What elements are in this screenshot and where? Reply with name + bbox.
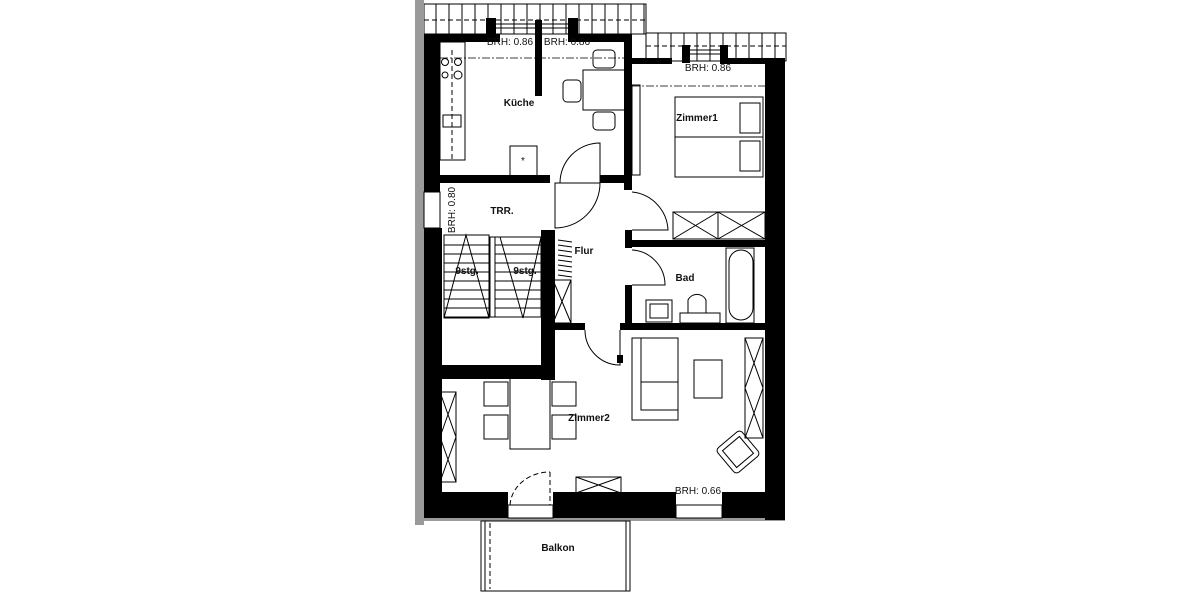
sill-height-kitchen-right: BRH: 0.86	[544, 37, 591, 48]
room-label-kitchen: Küche	[504, 98, 535, 109]
balcony	[480, 520, 631, 592]
hatch-line	[557, 264, 573, 268]
double-bed	[674, 96, 764, 178]
bathtub	[725, 247, 755, 324]
sill-height-room1: BRH: 0.86	[685, 63, 732, 74]
sill-height-room2: BRH: 0.66	[675, 486, 722, 497]
sill-height-stairwell: BRH: 0.80	[447, 186, 458, 233]
walls	[424, 20, 785, 520]
kitchen-counter	[439, 41, 466, 161]
staircase	[443, 233, 542, 319]
toilet	[679, 293, 721, 324]
windows	[423, 18, 765, 519]
outer-cladding-left	[415, 0, 424, 525]
sill-height-kitchen-left: BRH: 0.86	[487, 37, 534, 48]
sofa	[631, 337, 679, 421]
kitchen-door[interactable]	[559, 142, 601, 184]
balcony-door[interactable]	[509, 471, 551, 506]
room-label-balcony: Balkon	[541, 543, 574, 554]
hatch-line	[557, 269, 573, 273]
kitchen-chimney: *	[509, 145, 538, 177]
bathroom-door[interactable]	[631, 249, 666, 286]
wardrobe-room2-left	[439, 391, 457, 483]
armchair	[716, 430, 760, 474]
sink	[645, 299, 673, 323]
room-label-bathroom: Bad	[676, 273, 695, 284]
living-room-door[interactable]	[584, 329, 621, 366]
hatch-line	[557, 239, 573, 243]
room-label-hallway: Flur	[575, 246, 594, 257]
roof-overhang-room1	[645, 32, 787, 62]
dining-table-kitchen	[562, 49, 626, 131]
wardrobe-room2-right	[744, 337, 764, 439]
hatch-line	[557, 249, 573, 253]
coffee-table	[693, 359, 723, 399]
room1-shelf	[631, 84, 641, 176]
room-label-room2: Zimmer2	[568, 413, 610, 424]
dining-table-room2	[483, 373, 577, 450]
stair-label-left: 9stg.	[455, 266, 479, 277]
stair-label-right: 9stg.	[513, 266, 537, 277]
coat-rack	[552, 239, 573, 324]
room1-door[interactable]	[631, 191, 669, 231]
radiator-room2	[575, 476, 622, 494]
wardrobe-room1	[672, 211, 766, 240]
hatch-line	[557, 259, 573, 263]
hatch-line	[557, 244, 573, 248]
hatch-line	[557, 254, 573, 258]
room-label-stairwell: TRR.	[490, 206, 514, 217]
room-label-room1: Zimmer1	[676, 113, 718, 124]
svg-text:*: *	[521, 156, 525, 167]
hatch-line	[557, 274, 573, 278]
entrance-door[interactable]	[554, 182, 601, 229]
